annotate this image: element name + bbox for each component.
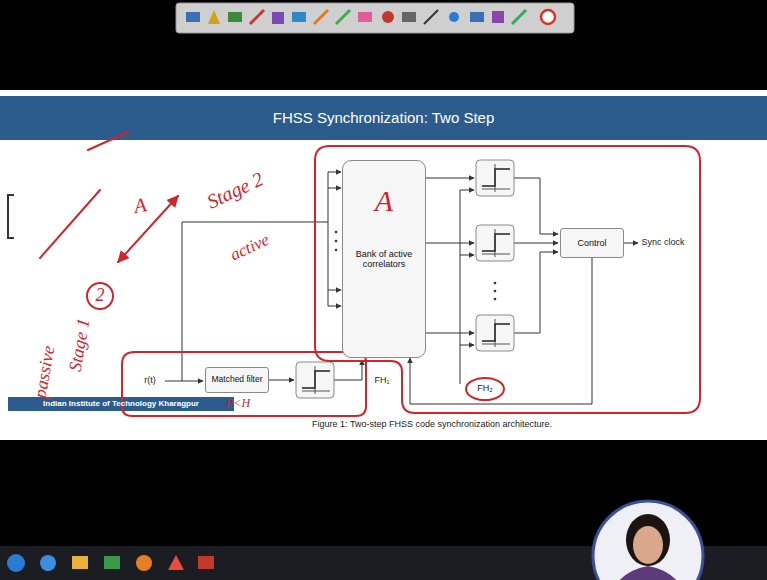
signal-wire [328,188,341,189]
tool-icon [358,12,372,22]
signal-wire [328,290,341,291]
dot [335,249,338,252]
toolbar [176,3,574,33]
tool-icon [336,10,350,24]
footer-text: Indian Institute of Technology Kharagpur [43,400,199,409]
output-name: Sync clock [641,238,684,248]
presenter-frame [593,501,703,580]
taskbar-icon [104,556,120,569]
pen-stroke [88,132,128,150]
signal-wire [514,243,558,244]
tool-icon [492,11,504,23]
signal-wire [269,380,294,381]
taskbar-icon [198,556,214,569]
box-text: Bank of active correlators [348,249,420,270]
taskbar-icon [40,555,56,571]
handwritten-note: 2 [96,286,105,306]
presenter-body [605,566,691,580]
signal-wire [165,381,203,382]
dot [494,290,497,293]
signal-wire [426,178,474,179]
signal-wire [460,190,474,191]
tool-icon [512,10,526,24]
control-box: Control [560,228,624,258]
taskbar-icon [168,555,184,570]
feedback-connector [410,258,592,404]
signal-wire [426,333,474,334]
dot [335,240,338,243]
box-text: Matched filter [211,375,262,385]
slide-ground [0,90,767,440]
signal-wire [514,252,558,333]
handwritten-note: active [228,231,273,265]
tool-icon [470,12,484,22]
handwritten-note: Stage 1 [66,317,95,373]
filter-box: Matched filter [205,367,269,393]
tool-icon [541,10,555,24]
presenter-hair [626,514,670,566]
handwritten-note: A [132,193,148,217]
pen-stroke [40,190,100,258]
double-arrow [118,196,178,262]
dot [335,231,338,234]
signal-wire [460,255,474,256]
signal-wire [460,190,461,384]
signal-wire [334,360,362,380]
highlight-circle [87,283,113,309]
tool-icon [250,10,264,24]
tool-icon [424,10,438,24]
handwritten-note: P<H [226,397,250,410]
signal-name: r(t) [144,376,156,386]
taskbar-icon [72,556,88,569]
presenter-video [605,514,691,580]
footer-ribbon [8,397,234,411]
signal-wire [460,345,474,346]
dot [494,298,497,301]
signal-wire [514,178,558,234]
signal-wire [624,243,638,244]
presenter-face [633,526,663,564]
signal-name: FH₁ [374,376,389,386]
taskbar-icon [136,555,152,571]
tool-icon [228,12,242,22]
signal-wire [182,222,328,381]
highlight-circle [466,378,504,400]
bracket [8,195,14,238]
signal-name: FH₂ [477,384,493,394]
signal-wire [328,172,341,173]
tool-icon [402,12,416,22]
threshold-symbol [476,225,514,261]
tool-icon [449,12,459,22]
connectors [410,258,592,404]
tool-icon [382,11,394,23]
threshold-symbol [296,362,334,398]
threshold-symbol [476,160,514,196]
figure-caption: Figure 1: Two-step FHSS code synchroniza… [312,419,552,429]
signal-wire [426,243,474,244]
box-text: Control [577,238,606,248]
stage-outline [315,146,700,413]
taskbar-icon [7,554,25,572]
title-bar [0,96,767,140]
input-rail [328,172,329,306]
handwritten-note: passive [31,344,60,400]
tool-icon [186,12,200,22]
tool-icon [314,10,328,24]
tool-icon [272,12,284,24]
dot [494,282,497,285]
annotations [40,132,700,416]
handwritten-note: A [375,184,393,217]
tool-icon [292,12,306,22]
tool-icon [208,10,220,24]
toolbar-icons [186,10,555,24]
signal-wire [328,306,341,307]
slide-title: FHSS Synchronization: Two Step [0,96,767,140]
threshold-symbol [476,315,514,351]
handwritten-note: Stage 2 [203,167,266,212]
